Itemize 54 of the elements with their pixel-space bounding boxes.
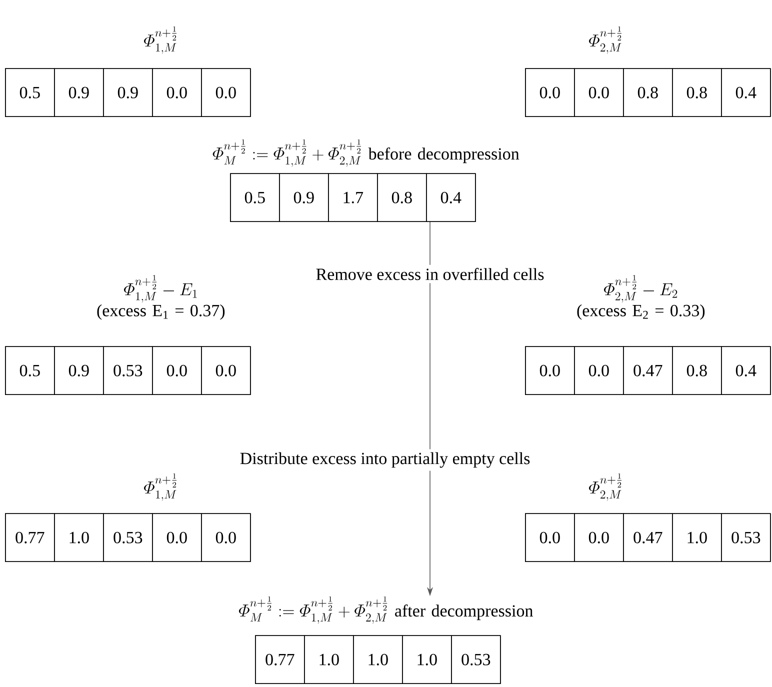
array-cell: 0.0 <box>525 68 575 117</box>
array-cell: 0.53 <box>103 513 153 562</box>
node-label: $\varPhi_{2,M}^{n+\frac{1}{2}} - E_2$ <box>604 275 678 303</box>
array-cell: 1.0 <box>672 513 722 562</box>
array-cell: 0.9 <box>279 173 329 222</box>
node-label: $\varPhi_{1,M}^{n+\frac{1}{2}} - E_1$ <box>124 275 197 303</box>
array-cell: 0.8 <box>672 68 722 117</box>
array-cell: 1.0 <box>402 635 452 684</box>
array-cell: 0.0 <box>201 346 251 395</box>
array-cell: 1.7 <box>328 173 378 222</box>
array-cell: 0.0 <box>574 513 624 562</box>
array-cell: 0.8 <box>672 346 722 395</box>
array-cell: 0.0 <box>201 513 251 562</box>
node-label: before decompression <box>368 147 520 164</box>
node-label: $\varPhi_{M}^{n+\frac{1}{2}} := \varPhi_{1,M}^{n+\frac{1}{2}} + \varPhi_{2,M}^{n+\frac{1}{2}}$ <box>238 596 388 624</box>
array-cell: 0.0 <box>525 346 575 395</box>
array-cell: 0.77 <box>255 635 305 684</box>
array-cell: 0.0 <box>152 68 202 117</box>
array-cell: 0.47 <box>623 513 673 562</box>
node-label: $\varPhi_{2,M}^{n+\frac{1}{2}}$ <box>588 473 622 501</box>
array-cell: 0.77 <box>5 513 55 562</box>
array-cell: 0.4 <box>721 346 771 395</box>
array-cell: 0.9 <box>54 346 104 395</box>
array-cell: 0.5 <box>5 346 55 395</box>
array-cell: 0.5 <box>230 173 280 222</box>
node-label: $\varPhi_{M}^{n+\frac{1}{2}} := \varPhi_{1,M}^{n+\frac{1}{2}} + \varPhi_{2,M}^{n+\frac{1}{2}}$ <box>212 139 361 167</box>
array-cell: 0.53 <box>721 513 771 562</box>
array-cell: 0.0 <box>152 346 202 395</box>
array-cell: 0.0 <box>201 68 251 117</box>
node-label: $\varPhi_{2,M}^{n+\frac{1}{2}}$ <box>588 26 622 54</box>
array-cell: 1.0 <box>304 635 354 684</box>
array-cell: 0.8 <box>377 173 427 222</box>
array-cell: 0.4 <box>721 68 771 117</box>
array-cell: 1.0 <box>353 635 403 684</box>
node-label: after decompression <box>395 604 533 620</box>
node-label: $\varPhi_{1,M}^{n+\frac{1}{2}}$ <box>144 473 176 501</box>
array-cell: 0.9 <box>103 68 153 117</box>
array-cell: 0.8 <box>623 68 673 117</box>
array-cell: 0.0 <box>574 346 624 395</box>
array-cell: 0.9 <box>54 68 104 117</box>
edge-label: Remove excess in overfilled cells <box>312 264 548 284</box>
node-label: $\varPhi_{1,M}^{n+\frac{1}{2}}$ <box>144 26 176 54</box>
step-label: Distribute excess into partially empty cells <box>236 449 534 471</box>
array-cell: 0.0 <box>574 68 624 117</box>
array-cell: 0.5 <box>5 68 55 117</box>
array-cell: 0.0 <box>525 513 575 562</box>
node-label: (excess E$_{2}$ = 0.33) <box>577 304 705 320</box>
array-cell: 0.53 <box>451 635 501 684</box>
array-cell: 0.0 <box>152 513 202 562</box>
array-cell: 1.0 <box>54 513 104 562</box>
array-cell: 0.4 <box>426 173 476 222</box>
array-cell: 0.53 <box>103 346 153 395</box>
node-label: (excess E$_{1}$ = 0.37) <box>97 304 225 320</box>
array-cell: 0.47 <box>623 346 673 395</box>
